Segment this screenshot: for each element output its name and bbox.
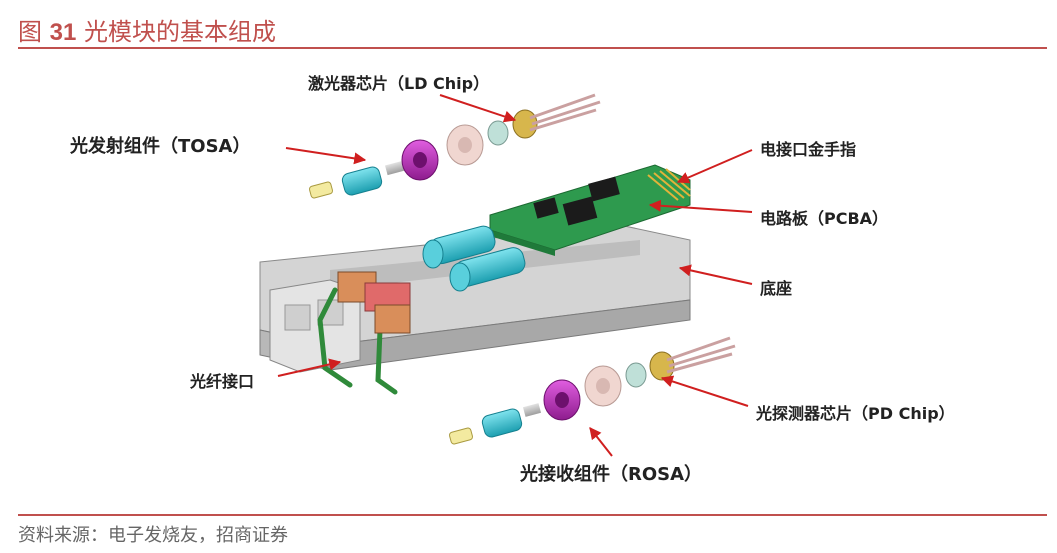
label-pcba: 电路板（PCBA） — [760, 209, 889, 228]
label-tosa: 光发射组件（TOSA） — [70, 136, 251, 157]
arrow-pd-chip — [660, 375, 749, 407]
rosa-parts — [448, 336, 736, 445]
tosa-parts — [308, 93, 601, 199]
arrow-fiber-port — [277, 358, 342, 377]
label-base: 底座 — [760, 279, 793, 298]
label-pd-chip: 光探测器芯片（PD Chip） — [756, 404, 955, 423]
arrow-rosa — [589, 427, 613, 457]
arrow-base — [678, 264, 753, 285]
label-rosa: 光接收组件（ROSA） — [520, 464, 703, 485]
label-gold-finger: 电接口金手指 — [760, 140, 857, 159]
label-fiber-port: 光纤接口 — [190, 372, 255, 391]
arrow-tosa — [285, 147, 367, 165]
arrow-ld-chip — [439, 94, 517, 123]
port-clip — [337, 271, 411, 334]
figure-title: 图 31 光模块的基本组成 — [18, 12, 276, 47]
footer-rule — [18, 514, 1047, 516]
arrow-pcba — [648, 199, 753, 213]
figure-title-text: 光模块的基本组成 — [83, 18, 276, 46]
figure-title-number: 31 — [49, 19, 77, 46]
assembled-optics — [422, 225, 526, 292]
arrow-gold-finger — [676, 149, 753, 184]
base-housing — [259, 224, 691, 373]
source-note: 资料来源：电子发烧友，招商证券 — [18, 525, 288, 546]
label-ld-chip: 激光器芯片（LD Chip） — [308, 74, 490, 93]
figure-title-prefix: 图 — [18, 18, 42, 46]
title-rule — [18, 47, 1047, 49]
